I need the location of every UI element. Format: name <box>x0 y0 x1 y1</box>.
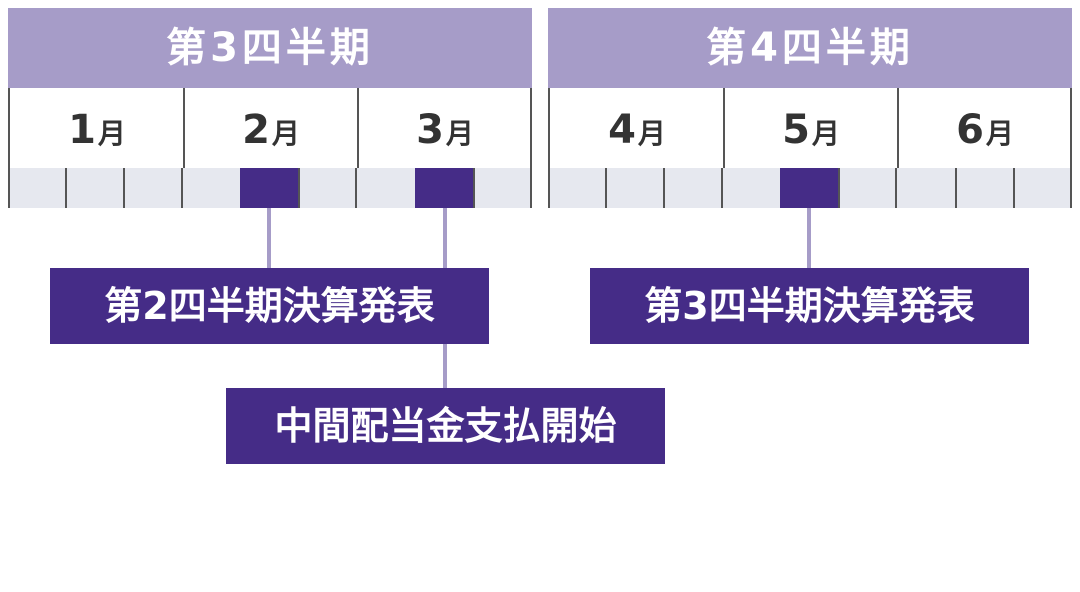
month-unit: 月 <box>445 117 474 150</box>
month-number: 1 <box>68 107 96 153</box>
month-number: 2 <box>242 107 270 153</box>
month-unit: 月 <box>637 117 666 150</box>
week-row <box>8 168 532 208</box>
month-cell: 2月 <box>184 88 358 168</box>
week-tick <box>298 168 300 208</box>
week-marker <box>415 168 473 208</box>
week-tick <box>473 168 475 208</box>
week-marker <box>240 168 298 208</box>
week-row <box>548 168 1072 208</box>
week-tick <box>65 168 67 208</box>
month-number: 5 <box>782 107 810 153</box>
week-tick <box>8 168 10 208</box>
week-tick <box>1013 168 1015 208</box>
month-divider <box>357 88 359 168</box>
month-cell: 6月 <box>898 88 1072 168</box>
month-unit: 月 <box>271 117 300 150</box>
month-divider <box>183 88 185 168</box>
event-label: 中間配当金支払開始 <box>226 388 665 464</box>
month-divider <box>897 88 899 168</box>
month-cell: 5月 <box>724 88 898 168</box>
week-tick <box>955 168 957 208</box>
week-tick <box>1070 168 1072 208</box>
week-tick <box>663 168 665 208</box>
month-row: 1月 2月 3月 <box>8 88 532 168</box>
month-number: 6 <box>956 107 984 153</box>
week-tick <box>838 168 840 208</box>
quarter-block-q3: 第3四半期 1月 2月 3月 <box>8 8 532 208</box>
month-unit: 月 <box>985 117 1014 150</box>
week-marker <box>780 168 838 208</box>
month-unit: 月 <box>97 117 126 150</box>
week-tick <box>548 168 550 208</box>
quarter-header: 第3四半期 <box>8 8 532 88</box>
week-tick <box>721 168 723 208</box>
event-connector <box>267 208 271 268</box>
month-divider <box>723 88 725 168</box>
month-number: 4 <box>608 107 636 153</box>
week-tick <box>355 168 357 208</box>
week-tick <box>605 168 607 208</box>
month-cell: 4月 <box>550 88 724 168</box>
month-unit: 月 <box>811 117 840 150</box>
month-number: 3 <box>416 107 444 153</box>
event-connector <box>807 208 811 268</box>
quarter-block-q4: 第4四半期 4月 5月 6月 <box>548 8 1072 208</box>
event-label: 第2四半期決算発表 <box>50 268 489 344</box>
week-tick <box>530 168 532 208</box>
quarter-header: 第4四半期 <box>548 8 1072 88</box>
week-tick <box>895 168 897 208</box>
week-tick <box>123 168 125 208</box>
month-cell: 3月 <box>358 88 532 168</box>
month-cell: 1月 <box>10 88 184 168</box>
week-tick <box>181 168 183 208</box>
month-row: 4月 5月 6月 <box>548 88 1072 168</box>
event-label: 第3四半期決算発表 <box>590 268 1029 344</box>
